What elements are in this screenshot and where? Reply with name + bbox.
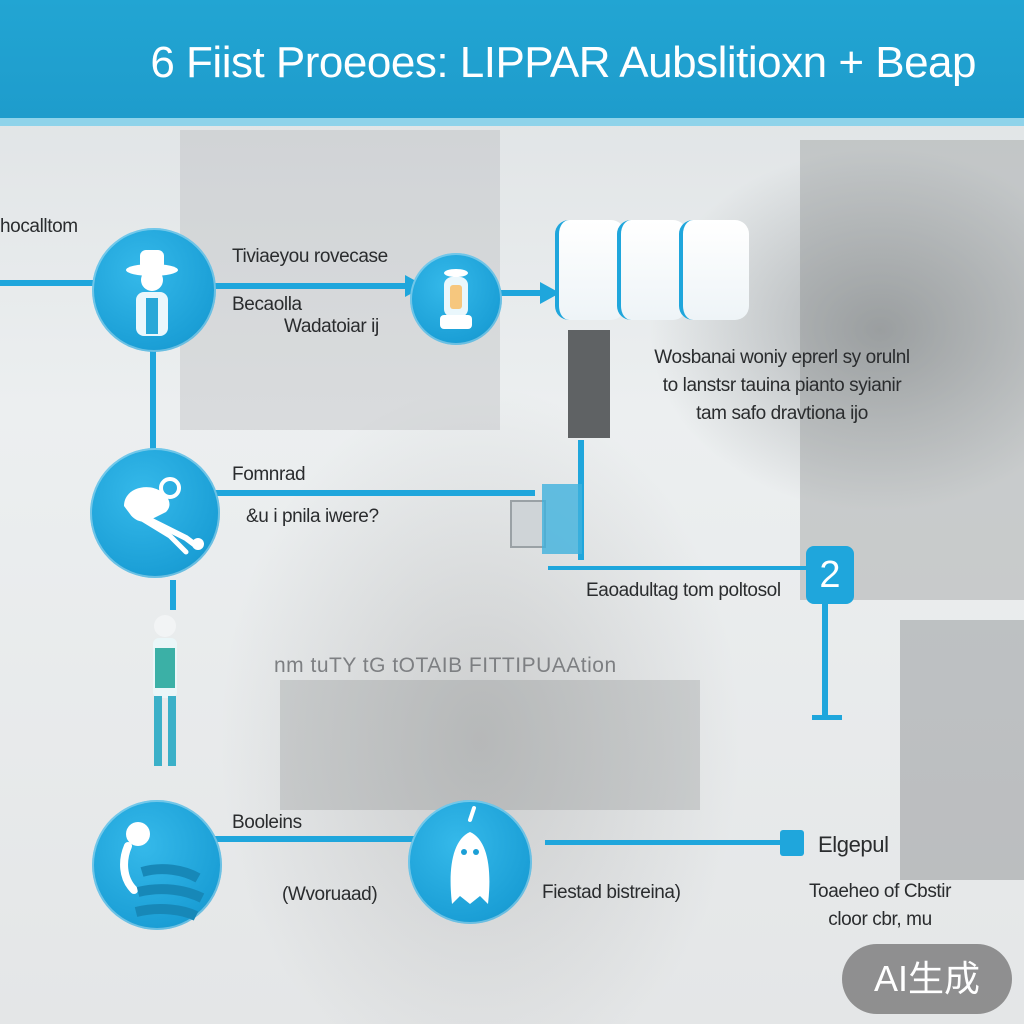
person-bottle-icon (440, 269, 472, 329)
mid-label: Eaoadultag tom poltosol (586, 580, 781, 601)
roll-item (617, 220, 687, 320)
connector-line (0, 280, 100, 286)
support-post (568, 330, 610, 438)
hand-hook-icon (124, 477, 204, 555)
ai-generated-watermark: AI生成 (842, 944, 1012, 1014)
info-text-block: Wosbanai woniy eprerl sy orulnl to lanst… (612, 344, 952, 428)
device-box (510, 500, 546, 548)
faint-caption: nm tuTY tG tOTAIB FITTIPUAAtion (274, 654, 617, 677)
info-line-1: Wosbanai woniy eprerl sy orulnl (654, 347, 910, 368)
end-text-block: Toaeheo of Cbstir cloor cbr, mu (780, 878, 980, 934)
end-text-line-2: cloor cbr, mu (828, 909, 932, 930)
person-hat-icon (126, 250, 178, 336)
person-wave-icon (120, 822, 205, 921)
node-1-title: Tiviaeyou rovecase (232, 246, 388, 267)
node-4-line1: (Wvoruaad) (282, 884, 378, 905)
node-4-title: Booleins (232, 812, 302, 833)
step-node-1[interactable] (92, 228, 216, 352)
end-label: Elgepul (818, 832, 889, 857)
step-node-2[interactable] (410, 253, 502, 345)
header-bar: 6 Fiist Proeoes: LIPPAR Aubslitioxn + Be… (0, 0, 1024, 126)
connector-line (215, 490, 535, 496)
node-1-line2: Wadatoiar ij (284, 316, 379, 337)
connector-line (215, 836, 415, 842)
device-panel (542, 484, 582, 554)
connector-line (170, 580, 176, 610)
info-line-2: to lanstsr tauina pianto syianir (662, 375, 902, 396)
connector-line (150, 345, 156, 455)
node-1-line1: Becaolla (232, 294, 302, 315)
step-node-3[interactable] (90, 448, 220, 578)
node-5-line1: Fiestad bistreina) (542, 882, 681, 903)
rolls-stack-icon (555, 220, 625, 320)
node-3-title: Fomnrad (232, 464, 306, 485)
connector-line (548, 566, 808, 570)
entry-label: hocalltom (0, 216, 78, 237)
connector-line (822, 600, 828, 718)
standing-figure (140, 608, 190, 778)
bg-shape (800, 140, 1024, 600)
product-stack (555, 220, 751, 324)
step-node-4[interactable] (92, 800, 222, 930)
connector-line (500, 290, 545, 296)
connector-line (812, 715, 842, 720)
bg-shape (280, 680, 700, 810)
node-3-line1: &u i pnila iwere? (246, 506, 379, 527)
page-title: 6 Fiist Proeoes: LIPPAR Aubslitioxn + Be… (150, 38, 976, 87)
info-line-3: tam safo dravtiona ijo (696, 403, 868, 424)
ghost-figure-icon (450, 806, 490, 904)
connector-line (215, 283, 415, 289)
connector-line (545, 840, 785, 845)
person-standing-icon (153, 615, 177, 766)
step-node-5[interactable] (408, 800, 532, 924)
end-text-line-1: Toaeheo of Cbstir (808, 881, 952, 902)
bg-shape (900, 620, 1024, 880)
roll-item (679, 220, 749, 320)
connector-end-marker (780, 830, 804, 856)
step-badge: 2 (806, 546, 854, 604)
